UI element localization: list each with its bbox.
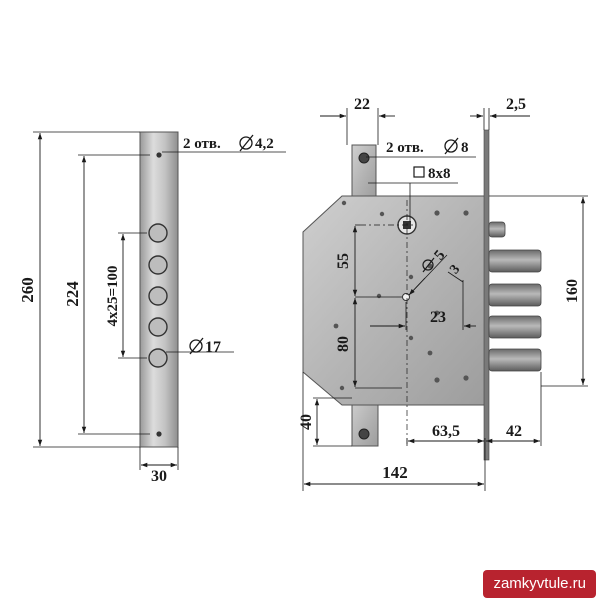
label-lock-hole-diameter: 8 [461,140,469,156]
faceplate-mount-hole-bottom [358,428,370,440]
strike-plate-view: 260 224 4x25=100 30 2 отв. 4,2 17 [18,131,286,485]
site-watermark: zamkyvtule.ru [483,570,596,598]
dim-faceplate-thickness: 2,5 [506,96,526,113]
lock-body-view: 22 2,5 2 отв. 8 8x8 5 3 55 80 23 160 40 … [298,96,588,491]
label-strike-hole-diameter: 4,2 [255,136,274,152]
square-icon [413,166,425,178]
dim-bolt-projection: 42 [506,423,522,440]
lock-bolts [488,249,542,372]
dim-23: 23 [430,309,446,326]
strike-plate-bolt-holes [148,223,168,368]
dim-lock-width: 142 [382,463,408,482]
dim-160: 160 [564,279,581,303]
lock-case-rivets [333,200,469,391]
dim-strike-height: 260 [18,277,37,303]
dim-faceplate-offset: 22 [354,96,370,113]
diameter-icon [239,134,254,152]
label-strike-bolt-diameter: 17 [205,339,221,356]
dim-strike-bolt-pitch: 4x25=100 [105,265,121,326]
label-lock-holes: 2 отв. [386,140,424,156]
strike-plate-mount-hole-top [156,152,162,158]
latch-pin [488,221,506,238]
diameter-icon [444,137,459,155]
key-hole [402,293,410,301]
dim-strike-width: 30 [151,468,167,485]
faceplate-edge [483,129,490,461]
diameter-icon [422,257,435,273]
dim-backset: 63,5 [432,423,460,440]
dim-55: 55 [335,253,352,269]
dim-40: 40 [298,414,315,430]
dim-80: 80 [335,336,352,352]
strike-plate-mount-hole-bottom [156,431,162,437]
diameter-icon [189,337,204,355]
label-strike-holes: 2 отв. [183,136,221,152]
label-spindle-size: 8x8 [428,166,451,182]
faceplate-mount-hole-top [358,152,370,164]
dim-strike-hole-spacing: 224 [63,281,82,307]
lock-case [302,195,486,406]
